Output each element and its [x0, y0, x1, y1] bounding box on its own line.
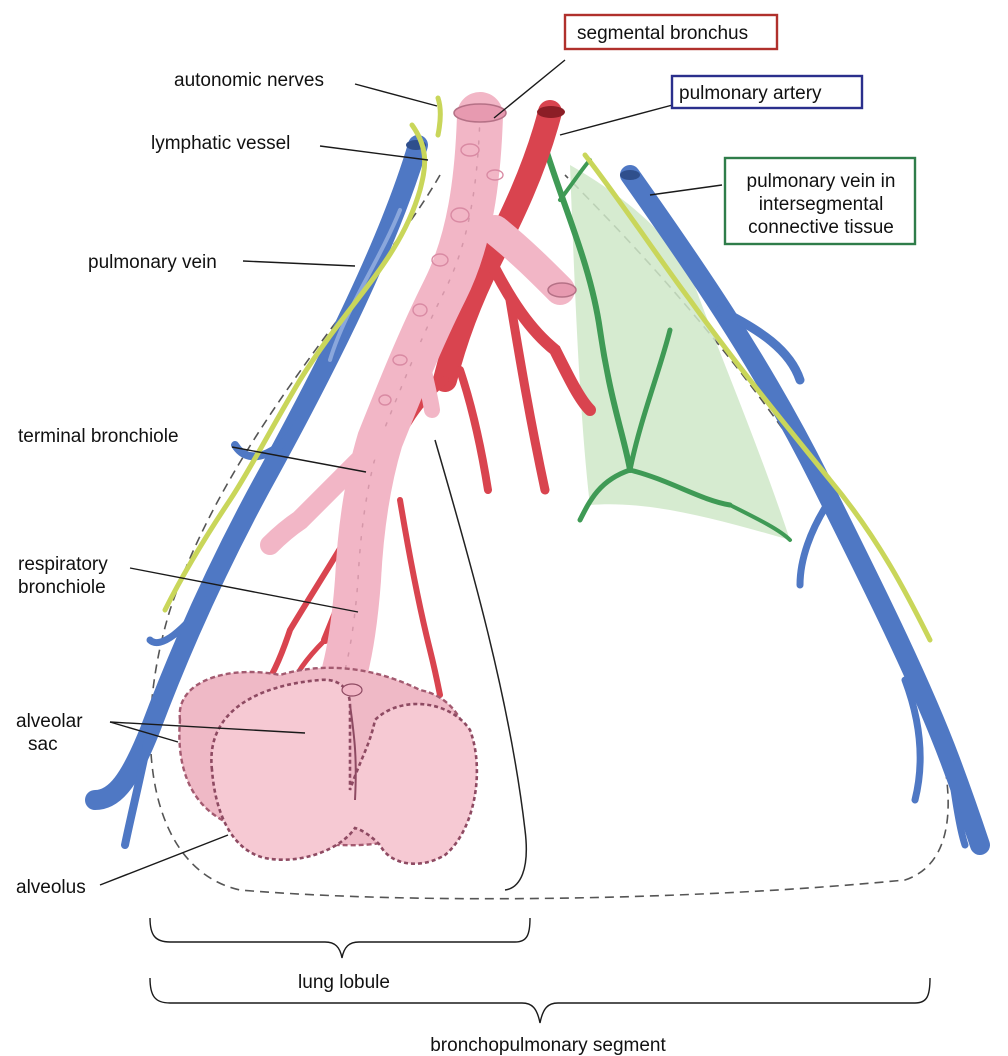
terminal-bronchiole-label: terminal bronchiole	[18, 426, 179, 447]
alveolar-sac-label-line1: alveolar	[16, 711, 83, 732]
lymphatic-vessel-label: lymphatic vessel	[151, 133, 290, 154]
lung-lobule-brace-icon	[150, 918, 530, 958]
lung-lobule-label: lung lobule	[298, 972, 390, 993]
pulmonary-vein-intersegmental-label-line2: intersegmental	[759, 194, 884, 215]
alveolar-sac-front	[211, 680, 476, 864]
bronchus-branch-lumen	[548, 283, 576, 297]
right-vein-lumen	[620, 170, 640, 180]
segmental-bronchus-label: segmental bronchus	[577, 23, 748, 44]
bronchopulmonary-segment-label: bronchopulmonary segment	[430, 1035, 666, 1056]
alveolar-sac-label-line2: sac	[28, 734, 58, 755]
bronchus-lumen	[454, 104, 506, 122]
respiratory-bronchiole-label-line1: respiratory	[18, 554, 108, 575]
pulmonary-vein-label: pulmonary vein	[88, 252, 217, 273]
pulmonary-vein-intersegmental-label-line3: connective tissue	[748, 217, 894, 238]
autonomic-nerves-label: autonomic nerves	[174, 70, 324, 91]
pulmonary-artery-label: pulmonary artery	[679, 83, 822, 104]
alveolar-sacs	[179, 668, 477, 864]
bronchopulmonary-segment-brace-icon	[150, 978, 930, 1023]
respiratory-bronchiole-label-line2: bronchiole	[18, 577, 106, 598]
alveolus-label: alveolus	[16, 877, 86, 898]
pulmonary-vein-intersegmental-label-line1: pulmonary vein in	[747, 171, 896, 192]
artery-lumen	[537, 106, 565, 118]
